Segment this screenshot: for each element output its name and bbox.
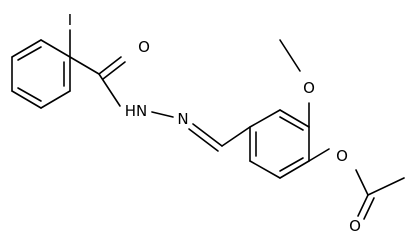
atom-label-hydrazide-nh: HN xyxy=(125,102,148,120)
bond xyxy=(279,39,301,72)
iodobenzoyl-ring xyxy=(11,39,71,109)
atom-label-acetyl-oxygen: O xyxy=(349,217,361,231)
bond xyxy=(102,61,126,80)
bond xyxy=(279,116,304,131)
structure-diagram: I O HN N O O O xyxy=(11,11,405,231)
atom-label-methoxy-oxygen: O xyxy=(303,79,315,97)
bond xyxy=(249,109,281,128)
atom-label-carbonyl-oxygen: O xyxy=(138,38,150,56)
bond xyxy=(221,126,251,147)
bond xyxy=(17,87,42,102)
bond xyxy=(11,90,42,109)
bond xyxy=(308,148,330,162)
molecule-structure: I O HN N O O O xyxy=(11,11,405,231)
bond xyxy=(192,123,223,147)
bond xyxy=(367,177,405,196)
atom-label-hydrazone-n: N xyxy=(177,110,188,128)
bond xyxy=(11,39,42,58)
bond xyxy=(17,46,42,61)
bond xyxy=(40,90,71,109)
bond xyxy=(357,194,369,217)
bond xyxy=(151,111,174,118)
bond xyxy=(279,109,310,128)
bond xyxy=(98,73,121,107)
methoxyphenyl-ring xyxy=(249,109,310,179)
atom-label-iodine: I xyxy=(68,11,72,29)
atom-label-ester-oxygen: O xyxy=(336,147,348,165)
bond xyxy=(249,160,281,179)
bond xyxy=(188,128,219,152)
bond xyxy=(355,169,369,196)
bond xyxy=(98,56,122,75)
bond xyxy=(279,160,310,179)
bond xyxy=(279,157,304,172)
bond xyxy=(69,56,100,75)
bond xyxy=(363,197,375,220)
bond xyxy=(40,39,71,58)
